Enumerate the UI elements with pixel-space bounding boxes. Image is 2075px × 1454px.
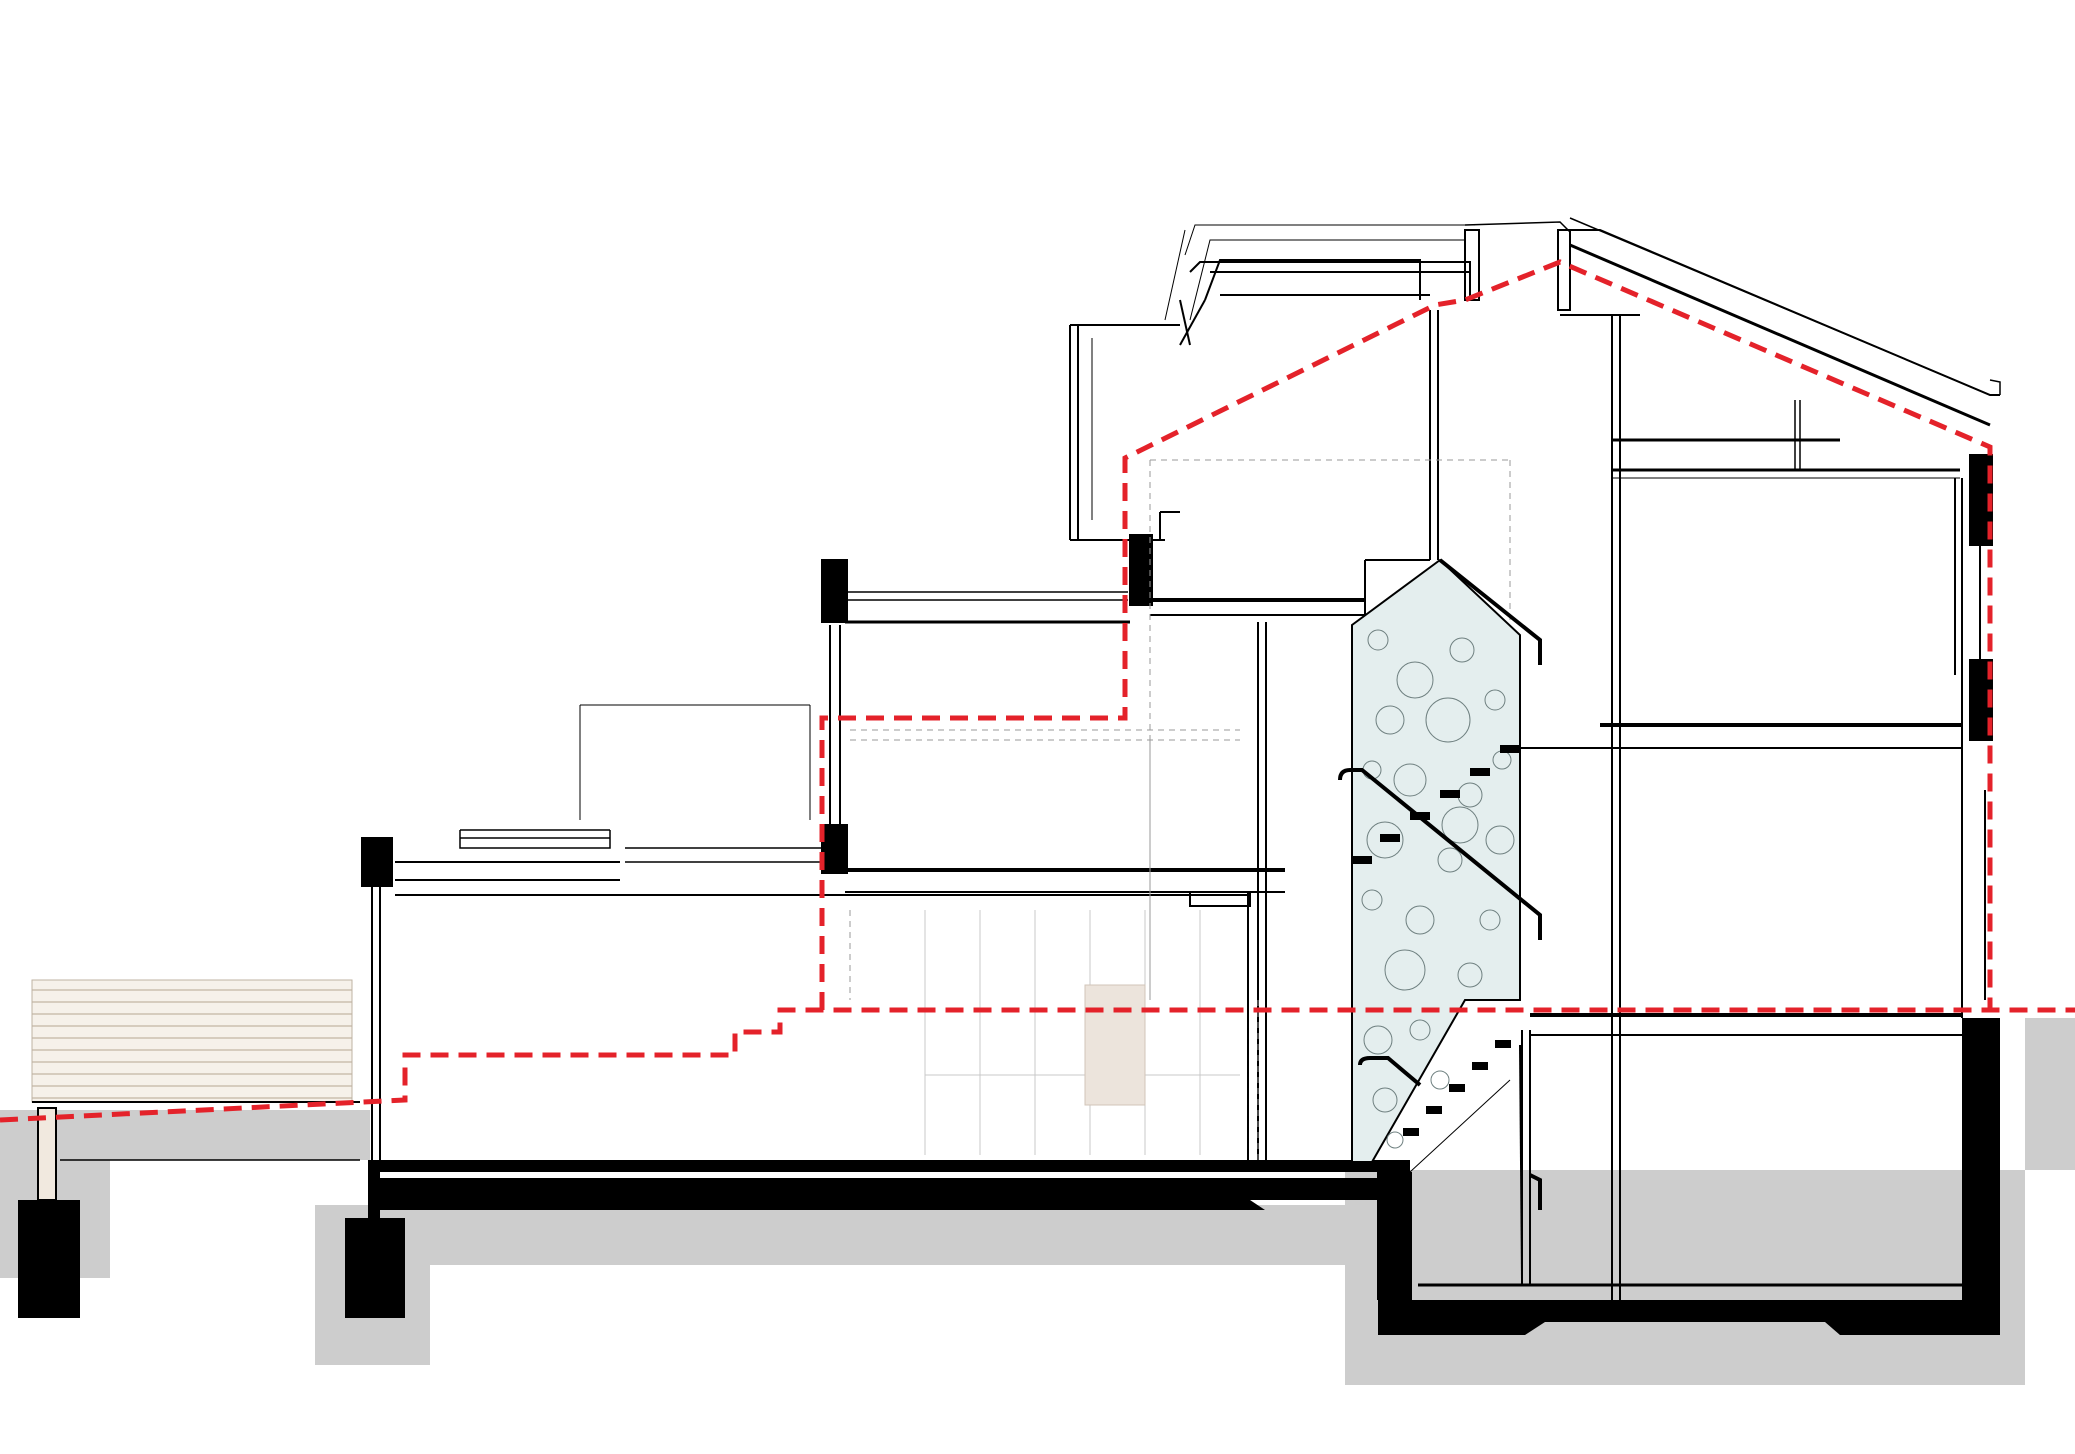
glazing-grid bbox=[924, 910, 1240, 1155]
fence-panel bbox=[31, 979, 353, 1103]
main-house bbox=[1418, 229, 2000, 1300]
stair-well bbox=[1338, 558, 1542, 1210]
garden-fence bbox=[31, 979, 360, 1201]
footing-mid bbox=[345, 1218, 405, 1318]
basement-wall-right bbox=[1962, 1018, 2000, 1305]
stair-well-circles bbox=[1361, 629, 1515, 1149]
footing-left bbox=[18, 1200, 80, 1318]
rear-extension bbox=[361, 704, 1250, 1160]
existing-outline bbox=[0, 259, 2075, 1123]
ground-soil bbox=[0, 1018, 2075, 1385]
ground-mid bbox=[315, 1205, 1345, 1365]
fence-post bbox=[37, 1107, 57, 1201]
basement-slab bbox=[1378, 1300, 2000, 1335]
ground-slab-main bbox=[368, 1160, 1410, 1218]
infill-panel bbox=[1084, 984, 1146, 1106]
ground-slab-beam bbox=[380, 1178, 1410, 1210]
ground-right bbox=[1345, 1018, 2075, 1385]
roof-flashing bbox=[1464, 217, 2001, 396]
basement-wall-left bbox=[1378, 1172, 1412, 1305]
upper-middle-block bbox=[1069, 224, 1480, 616]
handrails bbox=[1338, 558, 1542, 1210]
foundations bbox=[18, 1018, 2000, 1335]
middle-block bbox=[821, 559, 1285, 1160]
structure-lines bbox=[361, 224, 2000, 1300]
ground-left bbox=[0, 1110, 370, 1278]
